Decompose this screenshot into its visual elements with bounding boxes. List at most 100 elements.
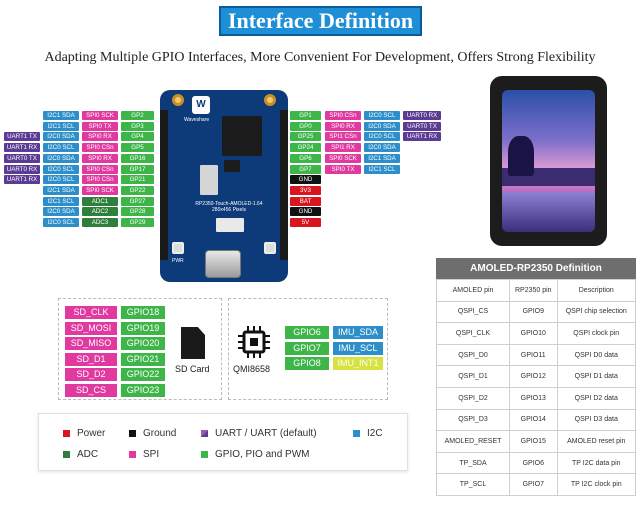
- table-cell: QSPI_D2: [435, 386, 511, 410]
- battery-connector: [216, 218, 244, 232]
- sd-pin-name: SD_D2: [65, 368, 117, 381]
- imu-pin-gpio: GPIO8: [285, 357, 329, 370]
- pin-label: ADC1: [82, 196, 118, 206]
- mount-hole: [172, 94, 184, 106]
- table-cell: TP_SDA: [435, 451, 511, 475]
- pin-label: GP0: [290, 121, 321, 131]
- pin-label: GP4: [121, 132, 154, 142]
- board-resolution: 280x456 Pixels: [212, 207, 246, 213]
- imu-pin-name: IMU_SDA: [333, 326, 383, 339]
- table-cell: GPIO7: [509, 473, 558, 496]
- pin-label: UART1 TX: [4, 132, 40, 142]
- spi-swatch: [129, 451, 136, 458]
- usb-c-connector: [205, 250, 241, 278]
- mount-hole: [264, 94, 276, 106]
- table-cell: QSPI D2 data: [556, 386, 637, 410]
- table-cell: TP_SCL: [435, 473, 511, 496]
- board-model: RP2350-Touch-AMOLED-1.64: [195, 201, 263, 207]
- pin-label: GP22: [121, 185, 154, 195]
- sd-pin-gpio: GPIO18: [121, 306, 165, 319]
- pin-label: GP2: [121, 111, 154, 120]
- imu-pin-name: IMU_SCL: [333, 341, 383, 355]
- ground-swatch: [129, 430, 136, 437]
- legend-ground-label: Ground: [143, 428, 177, 439]
- table-cell: GPIO13: [509, 386, 558, 410]
- pin-label: GND: [290, 207, 321, 217]
- sd-pin-gpio: GPIO19: [121, 321, 165, 335]
- pin-label: UART0 TX: [403, 121, 441, 131]
- pin-label: SPI0 CSn: [82, 164, 118, 174]
- pin-label: I2C0 SCL: [43, 175, 79, 185]
- legend-spi: SPI: [129, 449, 159, 460]
- table-cell: GPIO10: [509, 322, 558, 345]
- pin-label: I2C0 SCL: [364, 132, 400, 142]
- pin-label: SPI1 RX: [325, 143, 361, 153]
- pin-label: I2C0 SCL: [364, 111, 400, 120]
- imu-chip-icon: [238, 326, 270, 358]
- legend-ground: Ground: [129, 428, 176, 439]
- pin-label: 3V3: [290, 185, 321, 195]
- imu-pin-gpio: GPIO6: [285, 326, 329, 339]
- waveshare-logo: W: [192, 96, 210, 114]
- pin-label: GP3: [121, 121, 154, 131]
- sd-pin-gpio: GPIO21: [121, 352, 165, 366]
- amoled-device-image: [490, 76, 607, 246]
- board-image: W Waveshare RP2350-Touch-AMOLED-1.64 280…: [160, 90, 288, 282]
- legend-adc-label: ADC: [77, 449, 99, 460]
- table-cell: QSPI_D3: [435, 408, 511, 432]
- sd-pin-name: SD_MISO: [65, 337, 117, 350]
- table-cell: GPIO14: [509, 408, 558, 432]
- table-cell: TP I2C data pin: [556, 451, 637, 475]
- ic-chip: [248, 140, 258, 156]
- pin-label: SPI0 SCK: [82, 185, 118, 195]
- sd-pin-name: SD_CLK: [65, 306, 117, 319]
- legend-spi-label: SPI: [143, 449, 160, 460]
- pin-label: UART0 RX: [403, 111, 441, 120]
- pin-label: ADC3: [82, 218, 118, 227]
- sd-pin-gpio: GPIO23: [121, 383, 165, 397]
- table-cell: AMOLED_RESET: [435, 430, 511, 453]
- board-brand: Waveshare: [184, 117, 210, 123]
- pin-label: I2C0 SDA: [364, 121, 400, 131]
- pin-label: I2C0 SDA: [364, 143, 400, 153]
- legend-power-label: Power: [77, 428, 106, 439]
- pin-label: I2C0 SDA: [43, 207, 79, 217]
- table-cell: QSPI_CLK: [435, 322, 511, 345]
- sd-card-label: SD Card: [175, 364, 210, 374]
- sd-pin-name: SD_CS: [65, 383, 117, 397]
- pin-label: ADC2: [82, 207, 118, 217]
- i2c-swatch: [353, 430, 360, 437]
- table-cell: GPIO9: [509, 300, 558, 324]
- pin-label: GP6: [290, 153, 321, 163]
- pin-label: SPI0 RX: [82, 153, 118, 163]
- adc-swatch: [63, 451, 70, 458]
- pin-label: GP1: [290, 111, 321, 120]
- imu-pin-gpio: GPIO7: [285, 341, 329, 355]
- pin-label: GP16: [121, 153, 154, 163]
- pin-label: I2C1 SCL: [43, 121, 79, 131]
- legend-i2c-label: I2C: [367, 428, 383, 439]
- pwr-label: PWR: [172, 258, 184, 264]
- table-cell: AMOLED reset pin: [556, 430, 637, 453]
- pin-label: SPI0 CSn: [82, 175, 118, 185]
- sd-pin-name: SD_D1: [65, 352, 117, 366]
- pin-label: UART0 RX: [4, 164, 40, 174]
- pin-label: GP28: [121, 207, 154, 217]
- pin-label: UART1 RX: [4, 143, 40, 153]
- pin-label: I2C1 SDA: [43, 185, 79, 195]
- table-cell: QSPI D1 data: [556, 365, 637, 388]
- pin-label: I2C0 SCL: [43, 218, 79, 227]
- pin-label: GP7: [290, 164, 321, 174]
- legend-gpio: GPIO, PIO and PWM: [201, 449, 309, 460]
- sd-pin-gpio: GPIO22: [121, 368, 165, 381]
- pin-label: BAT: [290, 196, 321, 206]
- table-cell: QSPI clock pin: [556, 322, 637, 345]
- pin-label: 5V: [290, 218, 321, 227]
- right-header-pins: [280, 110, 288, 260]
- screen-tree: [508, 136, 534, 176]
